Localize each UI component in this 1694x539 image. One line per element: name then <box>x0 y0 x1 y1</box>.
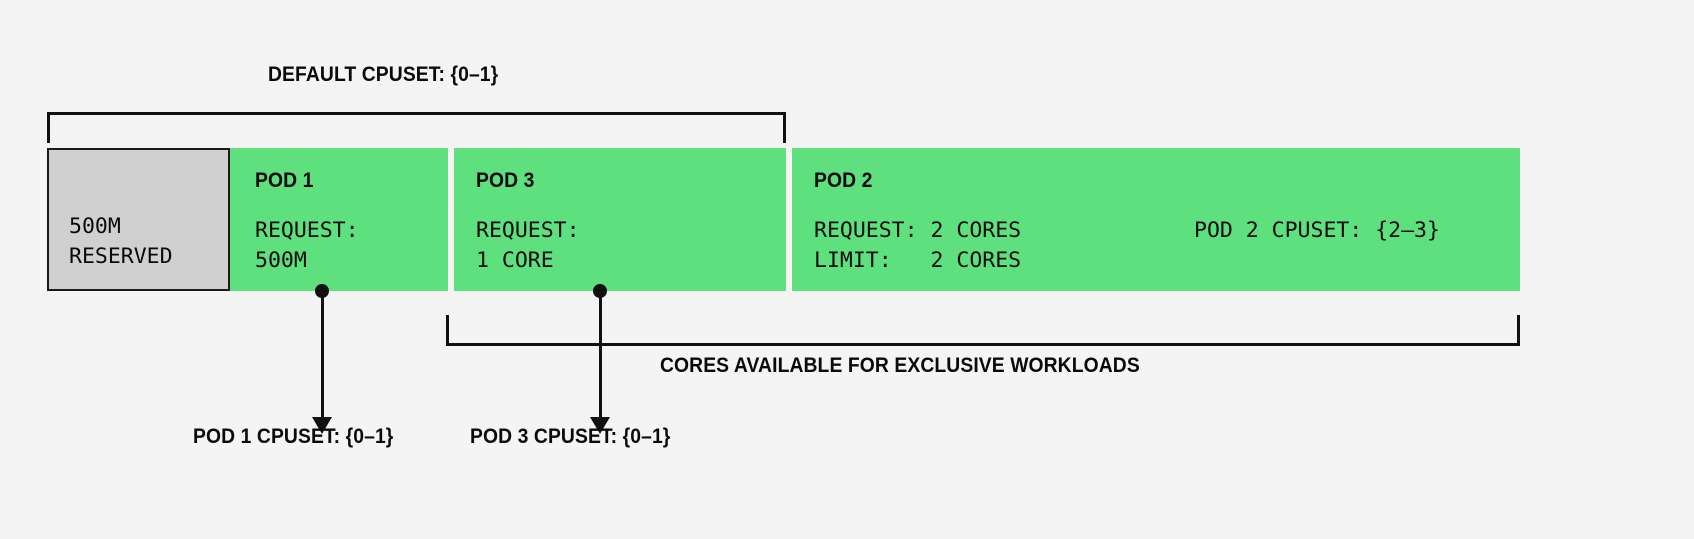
pod-2-limit: LIMIT: 2 CORES <box>814 248 1022 273</box>
pod-1-connector-arrowhead <box>312 417 332 434</box>
pod-3-pod-2-divider <box>789 148 792 291</box>
pod-3-cpuset-callout: POD 3 CPUSET: {0–1} <box>470 425 671 448</box>
pod-3-title: POD 3 <box>476 169 535 192</box>
pod-1-block: POD 1 REQUEST: 500M <box>230 148 448 291</box>
exclusive-cores-label: CORES AVAILABLE FOR EXCLUSIVE WORKLOADS <box>660 354 1140 377</box>
pod-2-body: REQUEST: 2 CORES LIMIT: 2 CORES <box>814 216 1021 276</box>
bracket-right-tick <box>783 112 786 143</box>
bracket-left-tick <box>47 112 50 143</box>
pod-2-cpuset-label: POD 2 CPUSET: {2–3} <box>1194 218 1440 243</box>
default-cpuset-label: DEFAULT CPUSET: {0–1} <box>268 63 499 86</box>
cpu-allocation-bar: 500M RESERVED POD 1 REQUEST: 500M POD 3 RE… <box>47 148 1520 291</box>
pod-3-connector-line <box>598 291 602 420</box>
pod-2-block: POD 2 REQUEST: 2 CORES LIMIT: 2 CORES POD… <box>789 148 1520 291</box>
pod-1-request: REQUEST: <box>255 218 359 243</box>
pod-3-block: POD 3 REQUEST: 1 CORE <box>451 148 786 291</box>
pod-2-title: POD 2 <box>814 169 873 192</box>
pod-1-pod-3-divider <box>451 148 454 291</box>
pod-1-request-value: 500M <box>255 248 307 273</box>
bottom-bracket-horizontal-line <box>446 343 1520 346</box>
pod-1-cpuset-callout: POD 1 CPUSET: {0–1} <box>193 425 394 448</box>
bracket-horizontal-line <box>47 112 786 115</box>
pod-3-connector-arrowhead <box>590 417 610 434</box>
pod-3-body: REQUEST: 1 CORE <box>476 216 580 276</box>
exclusive-cores-bracket <box>446 315 1520 346</box>
default-cpuset-bracket <box>47 112 786 143</box>
pod-2-request: REQUEST: 2 CORES <box>814 218 1022 243</box>
bottom-bracket-right-tick <box>1517 315 1520 346</box>
pod-3-request-value: 1 CORE <box>476 248 554 273</box>
reserved-line-2: RESERVED <box>69 244 173 269</box>
bottom-bracket-left-tick <box>446 315 449 346</box>
pod-3-request: REQUEST: <box>476 218 580 243</box>
reserved-block-text: 500M RESERVED <box>69 212 173 272</box>
reserved-line-1: 500M <box>69 214 121 239</box>
pod-1-connector-line <box>320 291 324 420</box>
pod-1-body: REQUEST: 500M <box>255 216 359 276</box>
pod-1-title: POD 1 <box>255 169 314 192</box>
reserved-block: 500M RESERVED <box>47 148 230 291</box>
